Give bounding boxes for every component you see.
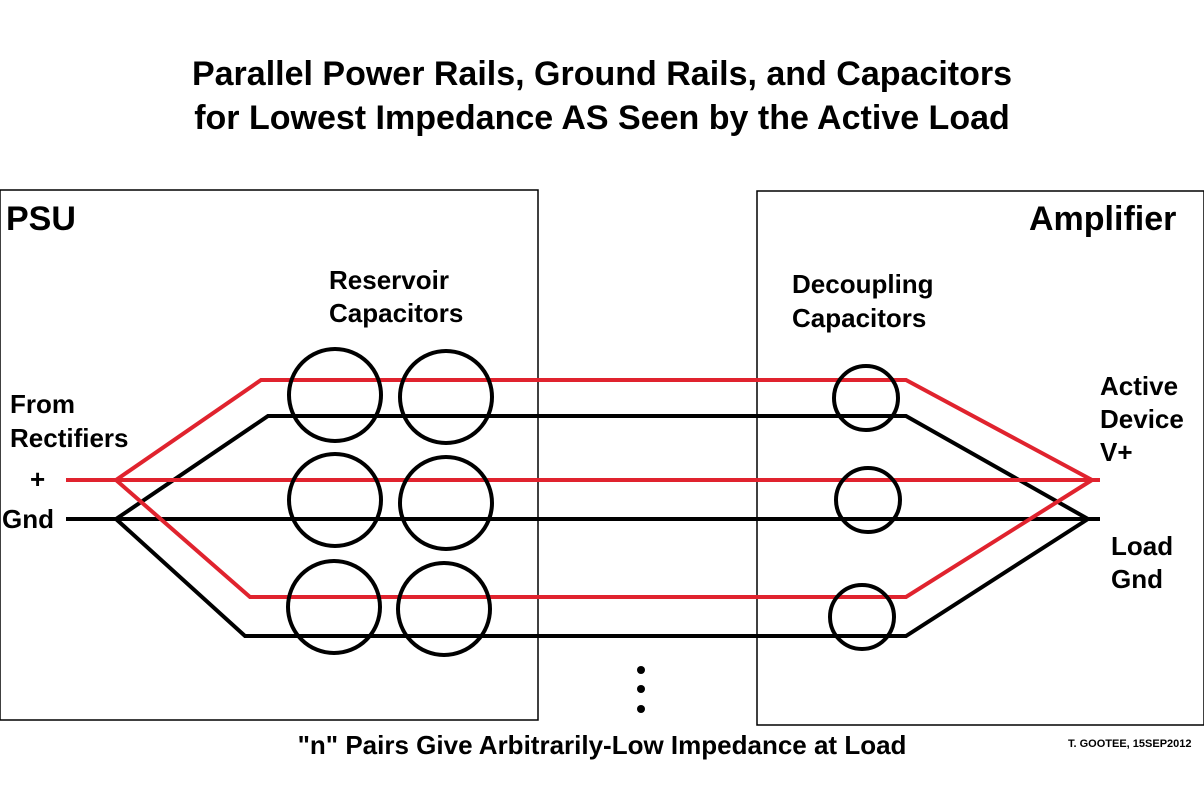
reservoir-label-2: Capacitors bbox=[329, 298, 464, 328]
reservoir-capacitor bbox=[398, 349, 494, 445]
gnd-rail-lower bbox=[114, 517, 1090, 638]
device-label-1: Active bbox=[1100, 371, 1179, 401]
load-label-1: Load bbox=[1111, 531, 1174, 561]
amplifier-label: Amplifier bbox=[1029, 200, 1177, 238]
device-label-2: Device bbox=[1100, 404, 1184, 434]
decoupling-label-1: Decoupling bbox=[792, 269, 934, 299]
power-rail-upper bbox=[114, 378, 1093, 482]
reservoir-capacitor bbox=[398, 455, 494, 551]
reservoir-label-1: Reservoir bbox=[329, 265, 449, 295]
input-label-2: Rectifiers bbox=[10, 423, 129, 453]
decoupling-capacitor bbox=[828, 583, 896, 651]
reservoir-capacitor bbox=[287, 452, 383, 548]
title-line-1: Parallel Power Rails, Ground Rails, and … bbox=[191, 55, 1013, 93]
amplifier-box bbox=[756, 190, 1204, 726]
reservoir-capacitor bbox=[396, 561, 492, 657]
input-label-1: From bbox=[10, 389, 75, 419]
author-credit: T. GOOTEE, 15SEP2012 bbox=[1068, 738, 1192, 750]
caption: "n" Pairs Give Arbitrarily-Low Impedance… bbox=[297, 730, 907, 760]
ellipsis-dots bbox=[637, 666, 645, 713]
psu-label: PSU bbox=[6, 200, 76, 238]
decoupling-capacitor bbox=[834, 466, 902, 534]
psu-box bbox=[0, 189, 539, 721]
decoupling-capacitor bbox=[832, 364, 900, 432]
plus-label: + bbox=[30, 464, 46, 494]
reservoir-capacitor bbox=[287, 347, 383, 443]
device-label-3: V+ bbox=[1100, 437, 1133, 467]
power-rail-lower bbox=[114, 478, 1094, 599]
gnd-rail-upper bbox=[114, 414, 1089, 521]
decoupling-label-2: Capacitors bbox=[792, 303, 927, 333]
gnd-label: Gnd bbox=[2, 504, 54, 534]
reservoir-capacitor bbox=[286, 559, 382, 655]
load-label-2: Gnd bbox=[1111, 564, 1163, 594]
title-line-2: for Lowest Impedance AS Seen by the Acti… bbox=[194, 99, 1010, 137]
diagram-title: Parallel Power Rails, Ground Rails, and … bbox=[0, 52, 1204, 140]
